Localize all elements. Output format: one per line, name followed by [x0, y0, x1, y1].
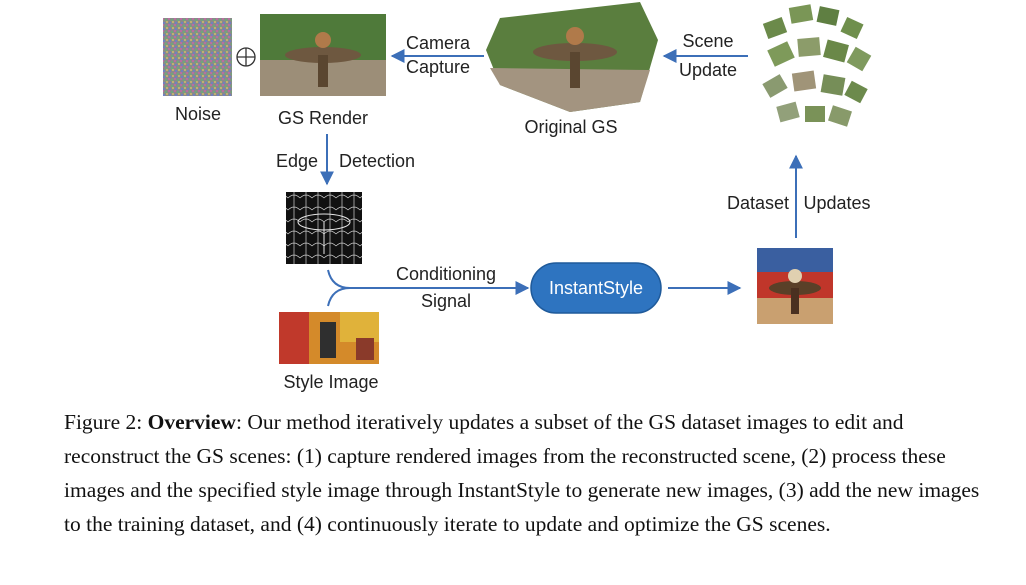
instantstyle-node — [530, 262, 662, 314]
signal-label: Signal — [421, 291, 471, 311]
stylized-output-image — [757, 248, 833, 324]
instantstyle-label: InstantStyle — [549, 278, 643, 298]
style-image — [279, 312, 379, 364]
scene-label: Scene — [682, 31, 733, 51]
merge-curve — [327, 269, 351, 307]
original-gs-image — [486, 2, 658, 112]
gs-render-label: GS Render — [278, 108, 368, 128]
original-gs-label: Original GS — [524, 117, 617, 137]
caption-text: : Our method iteratively updates a subse… — [64, 410, 980, 536]
dataset-label: Dataset — [727, 193, 789, 213]
figure-caption: Figure 2: Overview: Our method iterative… — [64, 405, 984, 541]
detection-label: Detection — [339, 151, 415, 171]
updates-label: Updates — [803, 193, 870, 213]
style-image-label: Style Image — [283, 372, 378, 392]
noise-label: Noise — [175, 104, 221, 124]
dataset-views-image — [762, 4, 872, 127]
edge-map-image — [286, 192, 362, 264]
caption-bold: Overview — [147, 410, 236, 434]
camera-label: Camera — [406, 33, 471, 53]
edge-label: Edge — [276, 151, 318, 171]
update-label: Update — [679, 60, 737, 80]
caption-prefix: Figure 2: — [64, 410, 148, 434]
conditioning-label: Conditioning — [396, 264, 496, 284]
noise-image — [163, 18, 232, 96]
gs-render-image — [260, 14, 386, 96]
overview-figure: Noise GS Render Original GS Camera Captu… — [163, 2, 872, 392]
capture-label: Capture — [406, 57, 470, 77]
oplus-icon — [236, 47, 256, 67]
